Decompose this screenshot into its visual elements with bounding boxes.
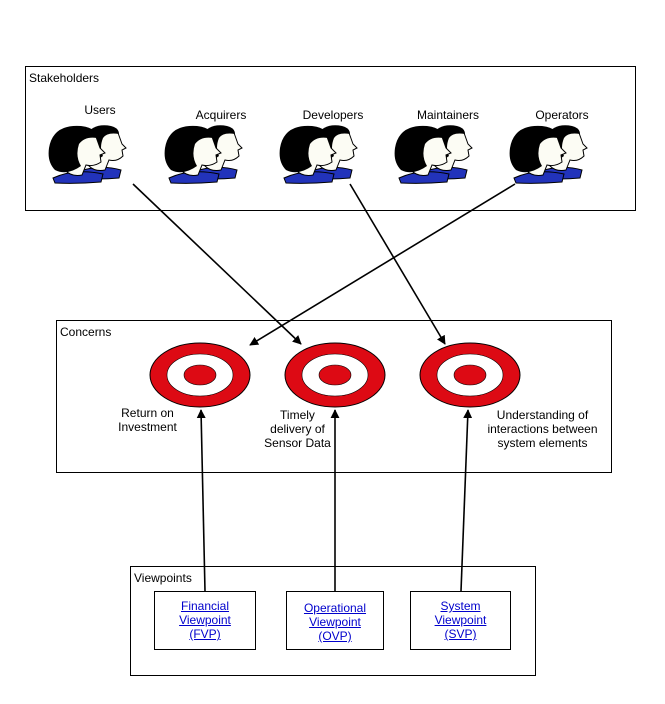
arrow-developers-to-understanding <box>349 183 446 345</box>
arrow-svp-to-understanding <box>460 409 473 592</box>
stakeholder-label-users: Users <box>84 103 116 117</box>
viewpoints-title: Viewpoints <box>134 571 192 585</box>
stakeholder-label-acquirers: Acquirers <box>195 108 247 122</box>
maintainers-person-icon <box>394 124 473 184</box>
users-person-icon <box>48 124 127 184</box>
system-viewpoint-box: System Viewpoint (SVP) <box>410 591 511 650</box>
arrow-users-to-timely-delivery <box>132 183 302 345</box>
system-viewpoint-link[interactable]: System Viewpoint (SVP) <box>434 599 487 641</box>
stakeholder-label-maintainers: Maintainers <box>416 108 480 122</box>
developers-person-icon <box>279 124 358 184</box>
concerns-title: Concerns <box>60 325 112 339</box>
operators-person-icon <box>509 124 588 184</box>
financial-viewpoint-box: Financial Viewpoint (FVP) <box>154 591 256 650</box>
concern-label-understanding-interactions: Understanding of interactions between sy… <box>487 408 598 450</box>
financial-viewpoint-link[interactable]: Financial Viewpoint (FVP) <box>179 599 231 641</box>
operational-viewpoint-box: Operational Viewpoint (OVP) <box>286 591 384 650</box>
stakeholders-title: Stakeholders <box>29 71 100 85</box>
stakeholder-label-developers: Developers <box>302 108 364 122</box>
target-icon-timely-delivery <box>284 342 386 408</box>
target-icon-understanding-interactions <box>419 342 521 408</box>
concern-label-timely-delivery: Timely delivery of Sensor Data <box>264 408 331 450</box>
target-icon-return-on-investment <box>149 342 251 408</box>
arrow-fvp-to-return-on-investment <box>196 409 206 592</box>
stakeholder-label-operators: Operators <box>535 108 589 122</box>
arrow-operators-to-return-on-investment <box>249 183 516 346</box>
acquirers-person-icon <box>164 124 243 184</box>
concern-label-return-on-investment: Return on Investment <box>118 406 177 434</box>
operational-viewpoint-link[interactable]: Operational Viewpoint (OVP) <box>303 601 367 643</box>
